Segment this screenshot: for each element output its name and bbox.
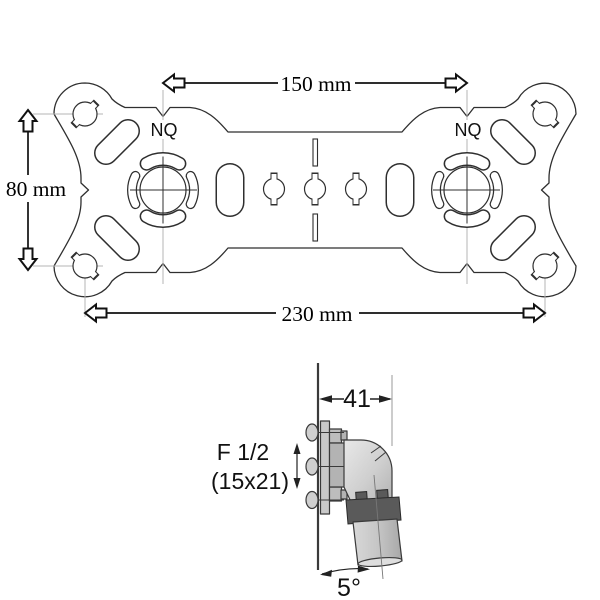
keyhole-slot-top-left — [73, 102, 97, 126]
arrowhead-right-icon — [357, 565, 370, 573]
dimension-arrow-left-icon — [84, 303, 108, 323]
flange-ear-top — [328, 428, 343, 444]
dim-150mm-label: 150 mm — [280, 72, 351, 96]
dimension-arrow-down-icon — [18, 247, 38, 271]
arrowhead-left-icon — [320, 569, 332, 577]
fitting-body — [328, 442, 346, 488]
dimension-arrow-up-icon — [18, 109, 38, 133]
bolt-head-top — [305, 423, 319, 442]
dimension-150mm: 150 mm — [162, 72, 468, 96]
nq-marking-left: NQ — [151, 120, 178, 140]
center-slot-top — [312, 138, 319, 167]
dimension-230mm: 230 mm — [84, 302, 546, 326]
mounting-plate-top-view: 150 mm 80 mm 230 mm NQ NQ — [6, 72, 577, 326]
dim-230mm-label: 230 mm — [281, 302, 352, 326]
nq-label-bg — [453, 120, 483, 139]
dim-5deg-label: 5° — [337, 574, 361, 600]
arrowhead-up-icon — [293, 443, 301, 454]
pipe-nut — [345, 496, 402, 525]
pipe-center-line — [373, 474, 384, 580]
flange-ear-bottom — [328, 486, 343, 502]
center-slot-bottom — [312, 213, 319, 242]
pipe-end-face — [357, 556, 403, 568]
bolt-head-middle — [305, 457, 319, 476]
thread-size-callout: F 1/2 (15x21) — [211, 439, 301, 494]
thread-label-line1: F 1/2 — [217, 439, 269, 465]
dimension-arrow-right-icon — [522, 303, 546, 323]
dimension-arrow-right-icon — [444, 73, 468, 93]
fitting-side-view: 41 5° — [211, 363, 403, 600]
arrowhead-down-icon — [293, 478, 301, 489]
dim-41-label: 41 — [343, 385, 371, 413]
dimension-41: 41 — [319, 385, 392, 413]
arrowhead-right-icon — [379, 395, 392, 403]
dimension-5deg: 5° — [320, 565, 370, 600]
elbow-highlight-mark — [374, 451, 387, 462]
keyhole-slot-bottom-left — [73, 254, 97, 278]
nq-label-bg — [149, 120, 179, 139]
dimension-80mm: 80 mm — [6, 109, 67, 271]
elbow-highlight-mark — [370, 445, 382, 454]
bolt-head-bottom — [305, 490, 319, 510]
nq-marking-right: NQ — [455, 120, 482, 140]
keyhole-slot-top-right — [533, 102, 557, 126]
arrowhead-left-icon — [319, 395, 332, 403]
keyhole-slot-bottom-right — [533, 254, 557, 278]
thread-label-line2: (15x21) — [211, 468, 289, 494]
dim-80mm-label: 80 mm — [6, 177, 67, 201]
dimension-arrow-left-icon — [162, 73, 186, 93]
